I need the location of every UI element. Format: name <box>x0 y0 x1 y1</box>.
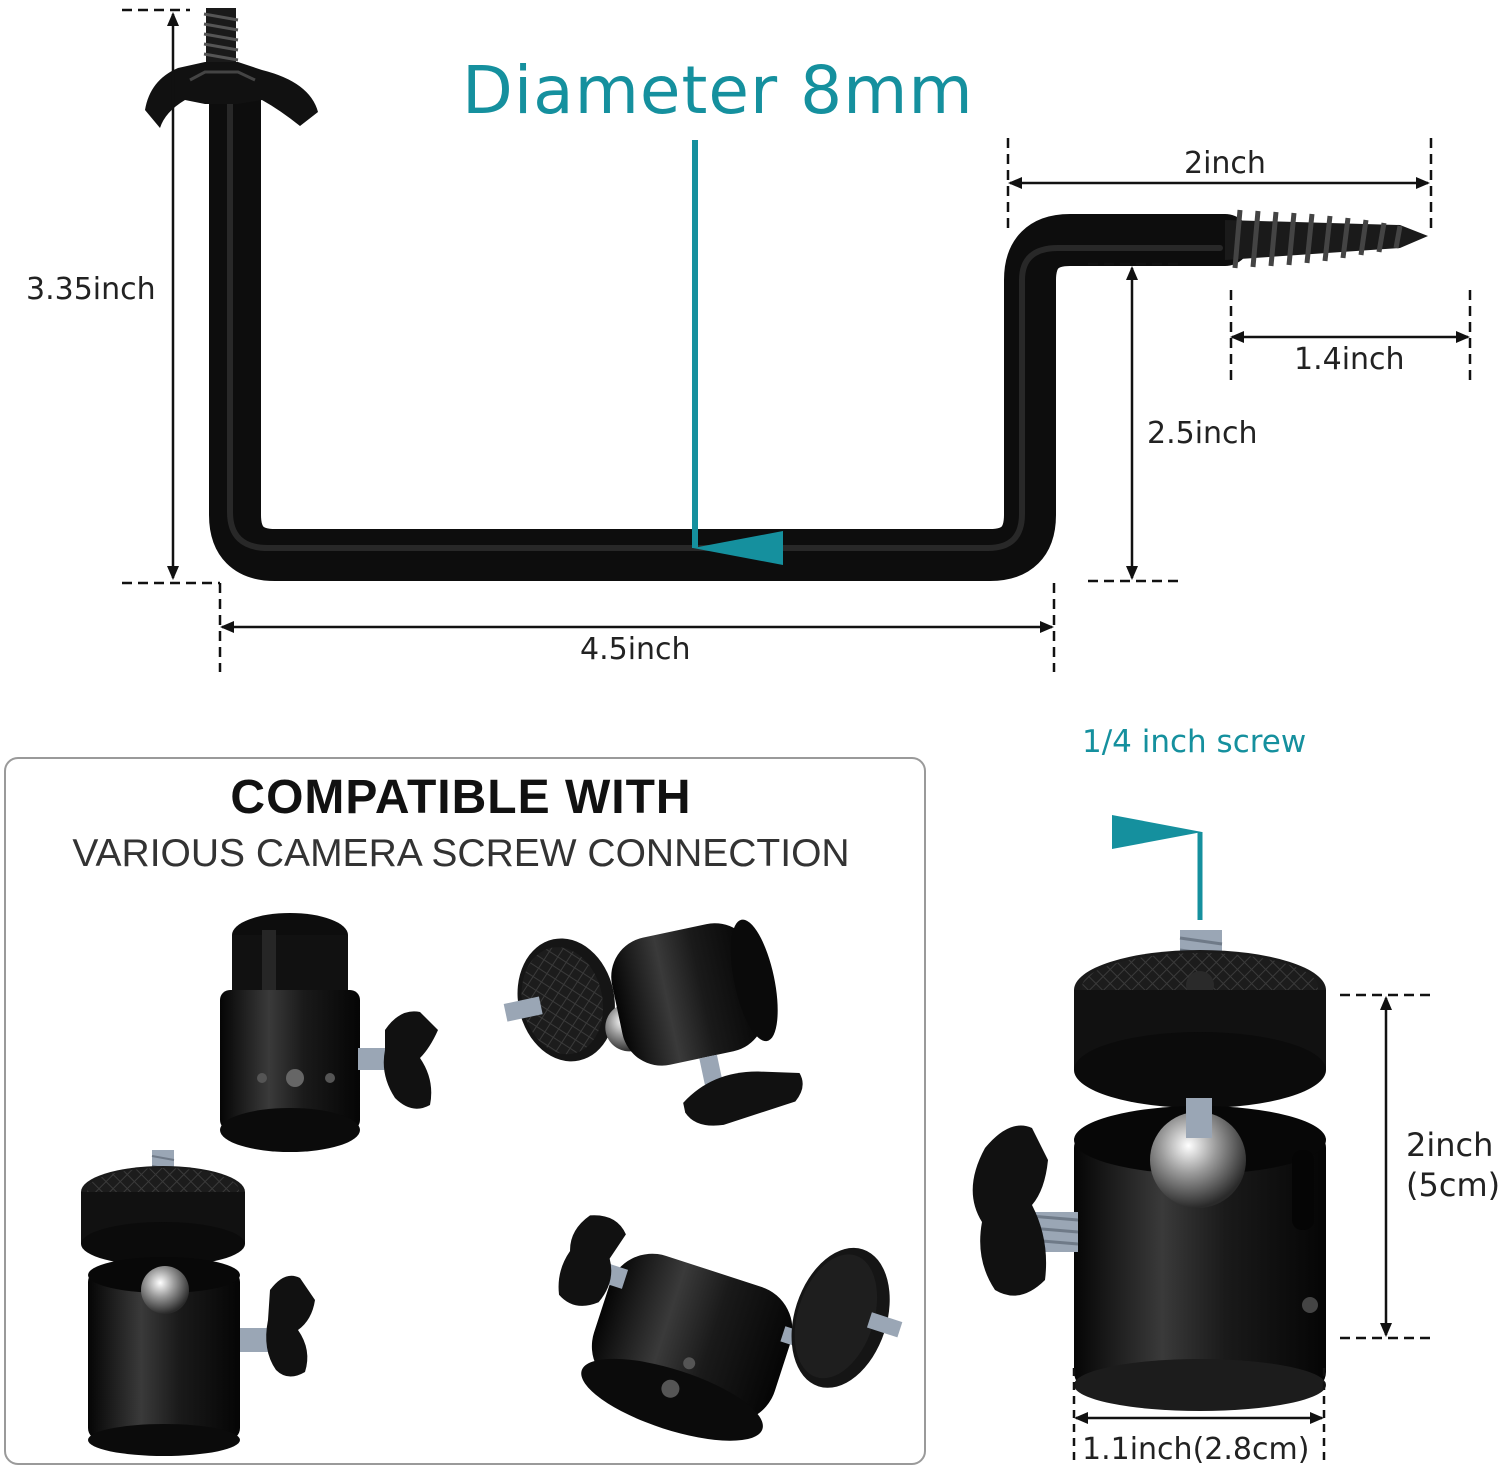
height-label: 3.35inch <box>26 272 156 307</box>
lag-screw <box>1225 209 1428 269</box>
compat-heading: COMPATIBLE WITH <box>230 771 692 824</box>
screw-length-label: 1.4inch <box>1294 342 1405 377</box>
arm-length-label: 2inch <box>1184 146 1266 181</box>
ball-head-height-in: 2inch <box>1406 1126 1494 1164</box>
compatibility-panel <box>4 757 926 1465</box>
step-height-label: 2.5inch <box>1147 416 1258 451</box>
diameter-label: Diameter 8mm <box>462 52 974 129</box>
wing-nut <box>145 62 318 128</box>
compat-subheading: VARIOUS CAMERA SCREW CONNECTION <box>72 832 850 875</box>
ball-head-thumb-4 <box>558 1215 903 1441</box>
top-thread <box>203 8 239 70</box>
width-label: 4.5inch <box>580 632 691 667</box>
ball-head-height-cm: (5cm) <box>1406 1166 1500 1204</box>
screw-label: 1/4 inch screw <box>1082 724 1307 760</box>
ball-head-thumb-1 <box>220 913 438 1152</box>
ball-head-width-label: 1.1inch(2.8cm) <box>1082 1432 1310 1467</box>
bracket-hook <box>145 8 1428 581</box>
ball-head-dimension-lines <box>1072 993 1432 1466</box>
ball-head-thumb-2 <box>503 919 803 1126</box>
ball-head-main <box>972 930 1326 1411</box>
ball-head-thumb-3 <box>81 1150 315 1456</box>
dimension-lines <box>122 8 1472 672</box>
